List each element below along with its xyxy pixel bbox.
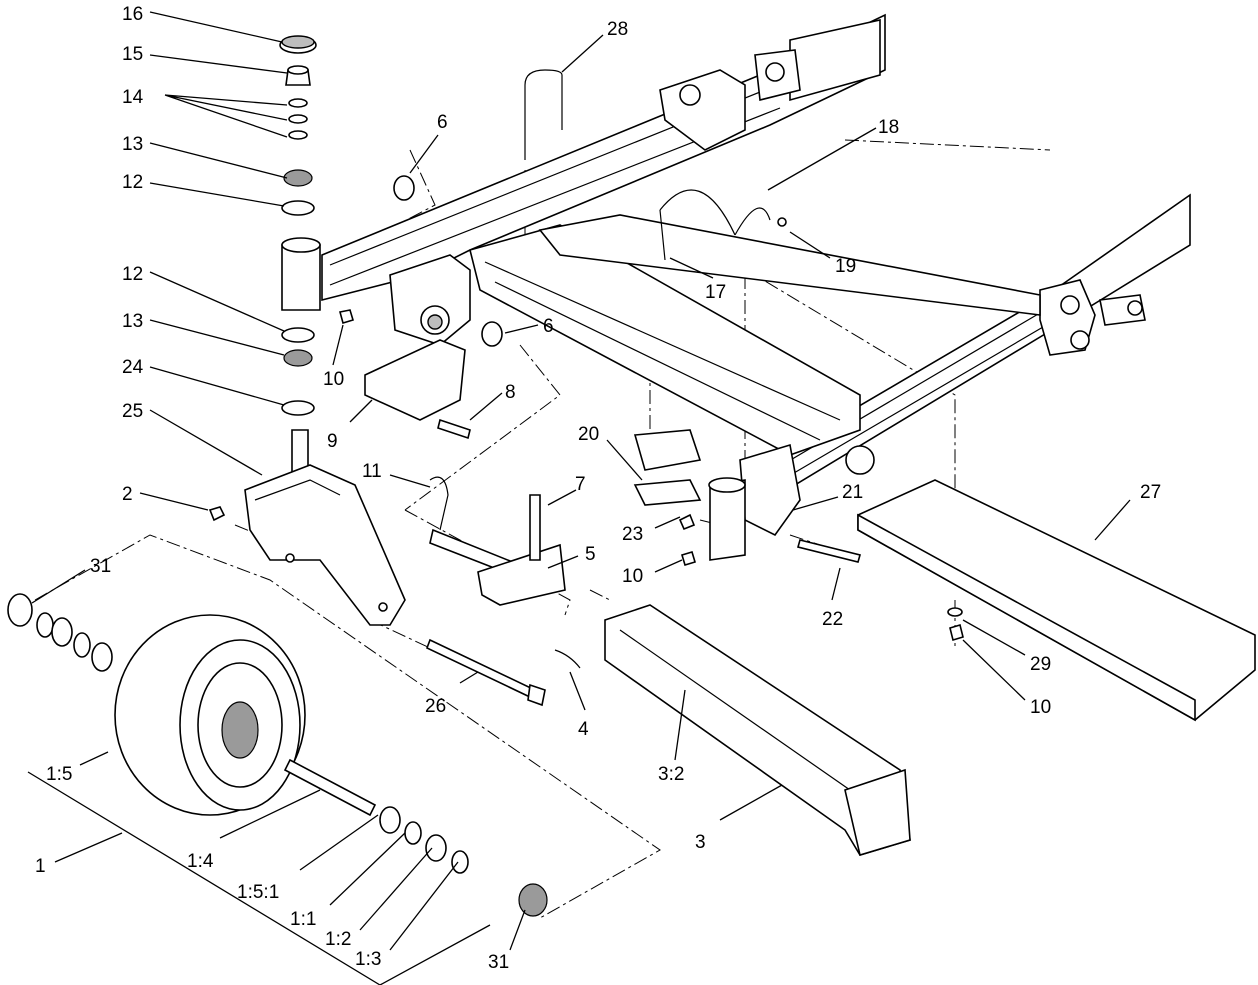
label-22: 22 (822, 609, 843, 630)
label-16: 16 (122, 4, 143, 25)
label-13-upper: 13 (122, 134, 143, 155)
label-6-upper: 6 (437, 112, 448, 133)
label-1-3: 1:3 (355, 949, 381, 970)
label-3-2: 3:2 (658, 764, 684, 785)
label-15: 15 (122, 44, 143, 65)
label-14: 14 (122, 87, 144, 108)
label-12-upper: 12 (122, 172, 143, 193)
label-10-left: 10 (323, 369, 344, 390)
label-20: 20 (578, 424, 599, 445)
label-24: 24 (122, 357, 144, 378)
label-3: 3 (695, 832, 706, 853)
label-31-upper: 31 (90, 556, 111, 577)
label-7: 7 (575, 474, 586, 495)
label-29: 29 (1030, 654, 1051, 675)
label-18: 18 (878, 117, 899, 138)
label-11: 11 (362, 461, 382, 482)
label-19: 19 (835, 256, 856, 277)
right-parts (339, 69, 1256, 722)
label-1: 1 (35, 856, 46, 877)
label-28: 28 (607, 19, 628, 40)
caster-fork (208, 429, 406, 626)
label-26: 26 (425, 696, 446, 717)
label-10-middle: 10 (622, 566, 643, 587)
label-13-lower: 13 (122, 311, 143, 332)
label-1-1: 1:1 (290, 909, 316, 930)
label-8: 8 (505, 382, 516, 403)
callout-labels: 16 15 14 13 12 12 13 24 25 2 31 1:5 1 1:… (35, 4, 1161, 973)
caster-bearing-stack (279, 35, 321, 416)
leader-lines (27, 11, 1131, 985)
label-5: 5 (585, 544, 596, 565)
label-1-5-1: 1:5:1 (237, 882, 279, 903)
label-31-lower: 31 (488, 952, 509, 973)
label-1-2: 1:2 (325, 929, 351, 950)
label-21: 21 (842, 482, 863, 503)
label-9: 9 (327, 431, 338, 452)
main-frame (321, 13, 1191, 537)
hitch-parts (364, 339, 911, 857)
label-10-right: 10 (1030, 697, 1051, 718)
label-27: 27 (1140, 482, 1161, 503)
label-12-lower: 12 (122, 264, 143, 285)
label-4: 4 (578, 719, 589, 740)
label-6-lower: 6 (543, 316, 554, 337)
caster-wheel (7, 593, 548, 917)
label-23: 23 (622, 524, 643, 545)
label-25: 25 (122, 401, 143, 422)
label-17: 17 (705, 282, 726, 303)
label-1-5: 1:5 (46, 764, 72, 785)
label-1-4: 1:4 (187, 851, 214, 872)
label-2: 2 (122, 484, 133, 505)
